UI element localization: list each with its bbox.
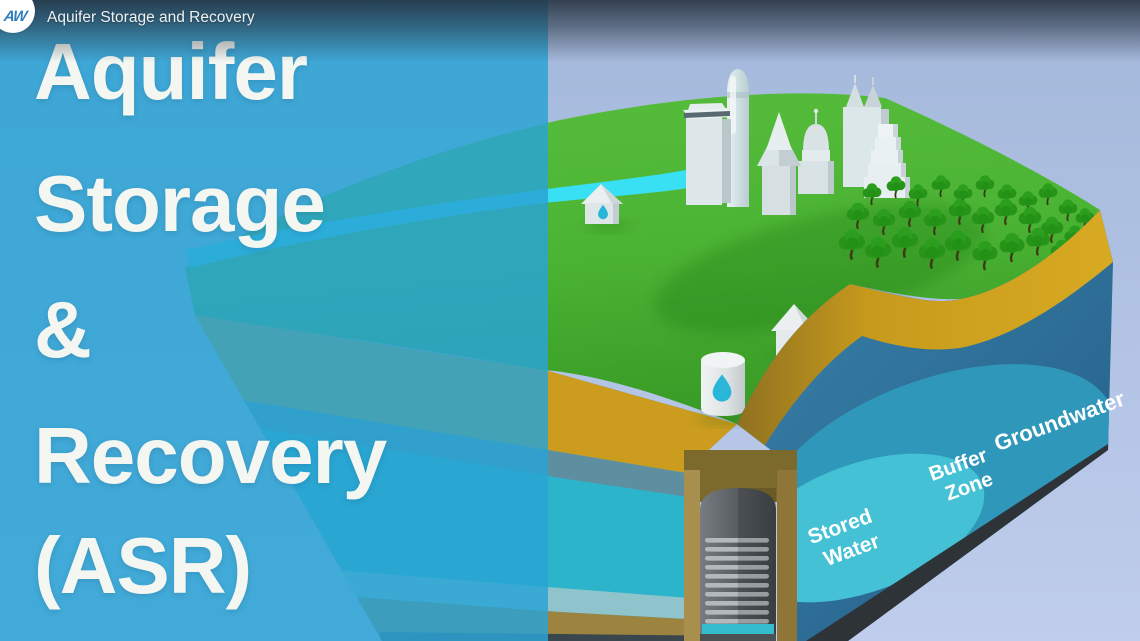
building-dome-capitol	[798, 108, 834, 194]
building-box-tower	[683, 103, 734, 205]
house-riverside	[581, 184, 632, 231]
well-corner-shade	[738, 488, 776, 641]
video-topbar: AW Aquifer Storage and Recovery	[0, 0, 1140, 62]
asr-well	[684, 450, 797, 641]
river	[186, 168, 700, 268]
well-water	[702, 624, 774, 636]
well-screen	[705, 538, 769, 624]
video-title-link[interactable]: Aquifer Storage and Recovery	[47, 9, 255, 26]
channel-logo-text: AW	[2, 7, 28, 25]
title-card-overlay	[0, 0, 548, 641]
block-bottom-edge	[806, 444, 1113, 641]
city-skyline	[683, 69, 910, 215]
well-base	[700, 634, 776, 641]
building-round-tower	[727, 69, 749, 207]
channel-avatar[interactable]: AW	[0, 0, 35, 33]
building-pyramid-roof	[757, 112, 801, 215]
borehole-left-wall	[684, 470, 700, 641]
right-face-soil-band	[737, 210, 1113, 474]
borehole-right-wall	[777, 470, 797, 641]
